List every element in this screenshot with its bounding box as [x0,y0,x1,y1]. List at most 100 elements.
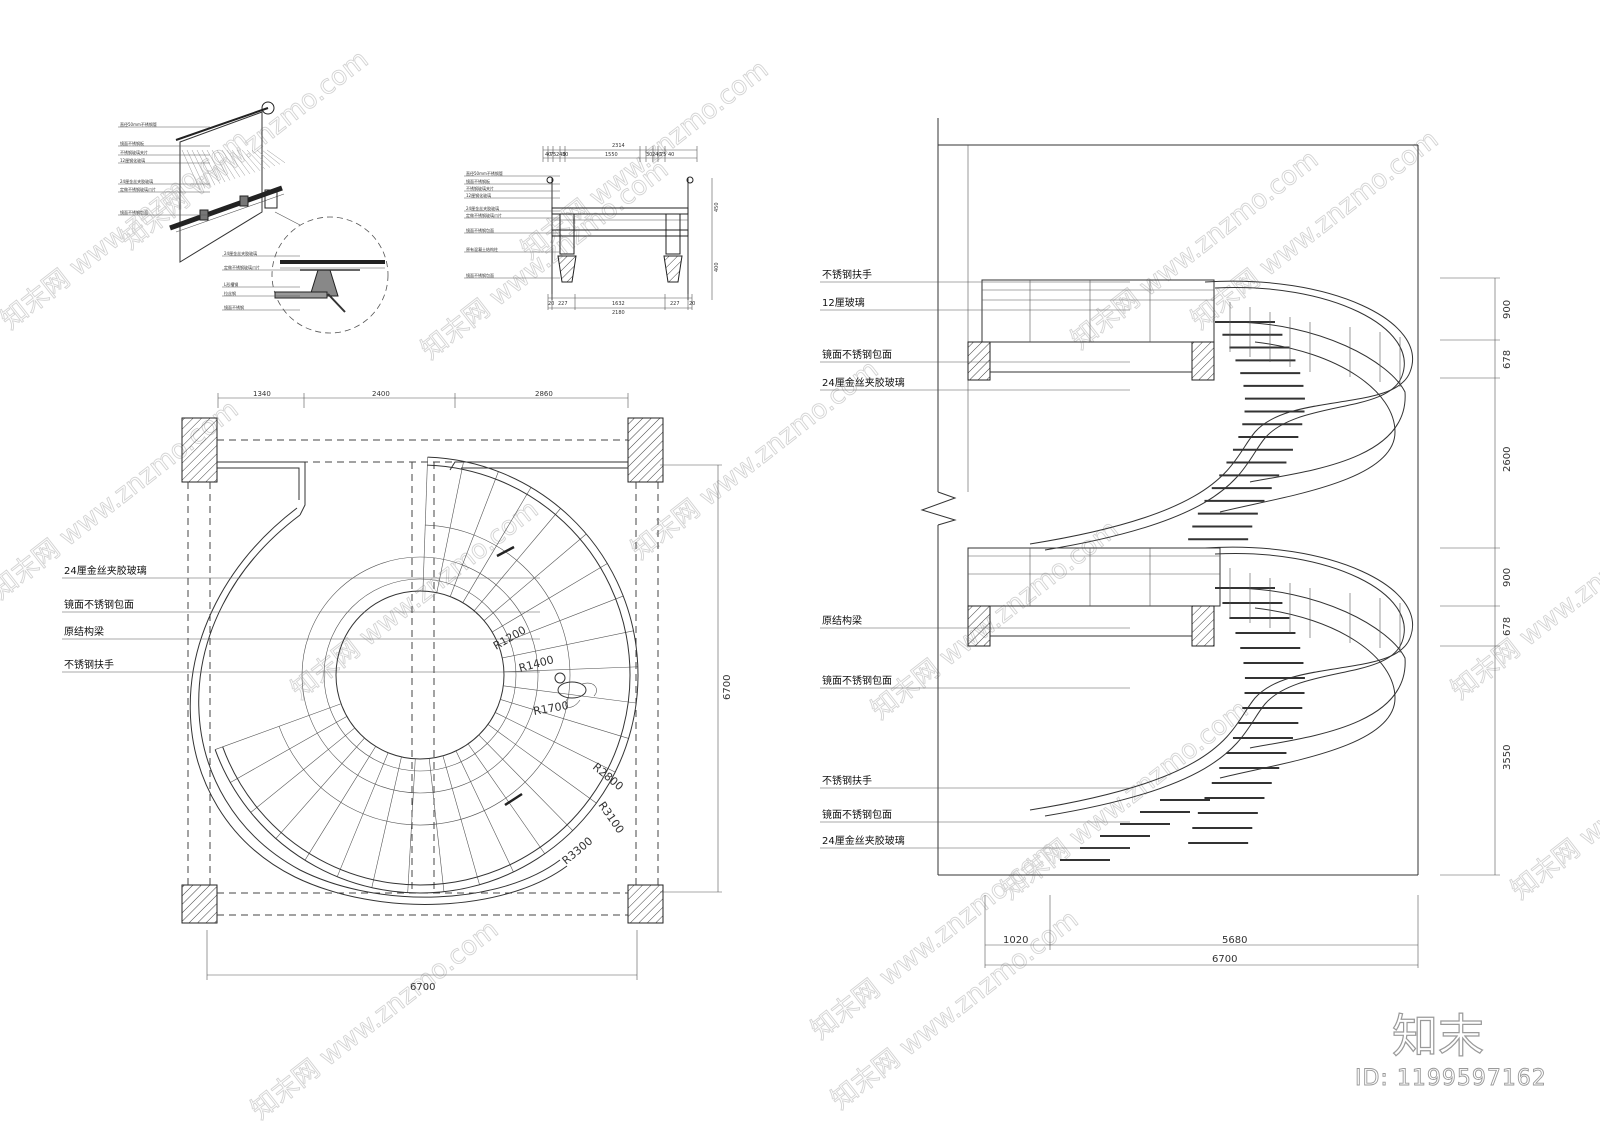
detail-circle-label: 24厘金丝夹胶玻璃 [224,250,257,256]
plan-dim-top-1: 1340 [253,390,271,398]
dim-top-total: 2314 [612,143,625,149]
elevation-label: 镜面不锈钢包面 [822,808,892,821]
elevation-label: 镜面不锈钢包面 [822,348,892,361]
dim-bottom-part: 20 [689,301,695,307]
dim-bottom-part: 1632 [612,301,625,307]
watermark-text: 知末网 www.znzmo.com [1446,495,1600,706]
watermark-text: 知末网 www.znzmo.com [246,915,504,1126]
elevation-dim-right: 678 [1502,617,1513,636]
elevation-labels: 不锈钢扶手12厘玻璃镜面不锈钢包面24厘金丝夹胶玻璃原结构梁镜面不锈钢包面不锈钢… [820,268,1130,849]
beam-lower-right [1191,605,1215,647]
watermark-text: 知末网 www.znzmo.com [866,515,1124,726]
detail-left-label: 12厘钢化玻璃 [120,157,145,163]
person-figure [554,672,597,708]
dim-top-part: 75 [550,152,556,158]
column-bottom-right [627,884,664,924]
dim-right-a: 450 [714,202,720,212]
detail-left-label: 镜面不锈钢包面 [120,209,148,215]
detail-center-label: 12厘钢化玻璃 [466,192,491,198]
dim-top-part: 1550 [605,152,618,158]
radius-label: R2800 [590,760,626,793]
elevation-label: 镜面不锈钢包面 [822,674,892,687]
detail-center-label: 24厘金丝夹胶玻璃 [466,205,499,211]
detail-center-label: 原有混凝土结构柱 [466,246,498,252]
dim-top-part: 30 [646,152,652,158]
plan-label: 原结构梁 [64,625,104,638]
plan-dim-right: 6700 [722,675,733,700]
watermark-text: 知末网 www.znzmo.com [116,45,374,256]
elevation-dim-right: 678 [1502,350,1513,369]
dim-top-part: 40 [668,152,674,158]
detail-center-label: 定做不锈钢玻璃爪片 [466,212,502,218]
detail-circle-label: 拉丝钢 [224,290,236,296]
plan-label: 镜面不锈钢包面 [64,598,134,611]
watermark-text: 知末网 www.znzmo.com [996,695,1254,906]
dim-bottom-total: 2180 [612,310,625,316]
beam-upper-right [1191,341,1215,381]
elevation-label: 24厘金丝夹胶玻璃 [822,376,905,389]
radius-label: R1200 [491,624,528,653]
radius-label: R1400 [517,653,555,675]
elev-dim-5680: 5680 [1222,935,1247,946]
handrail-detail-section: 直径50mm不锈钢管镜面不锈钢板不锈钢玻璃夹片12厘钢化玻璃24厘金丝夹胶玻璃定… [118,101,389,334]
plan-label: 24厘金丝夹胶玻璃 [64,564,147,577]
dim-bottom-part: 20 [548,301,554,307]
spiral-stair-elevation: 不锈钢扶手12厘玻璃镜面不锈钢包面24厘金丝夹胶玻璃原结构梁镜面不锈钢包面不锈钢… [820,118,1513,968]
elevation-dim-right: 2600 [1502,447,1513,472]
dim-bottom-part: 227 [670,301,680,307]
detail-circle-label: L形槽钢 [224,281,238,287]
stair-void-circle [335,590,505,760]
detail-left-label: 不锈钢玻璃夹片 [120,149,148,155]
column-top-left [181,417,218,483]
elevation-label: 24厘金丝夹胶玻璃 [822,834,905,847]
elev-dim-total: 6700 [1212,954,1237,965]
dim-bottom-part: 227 [558,301,568,307]
elevation-spiral [1029,280,1413,861]
radius-label: R3300 [560,834,596,867]
plan-dim-top-2: 2400 [372,390,390,398]
elevation-dim-right: 3550 [1502,745,1513,770]
elevation-dim-right: 900 [1502,568,1513,587]
dim-top-part: 240 [556,152,566,158]
detail-circle-label: 定做不锈钢玻璃爪片 [224,264,260,270]
brand-logo: 知末 [1392,1009,1484,1063]
radius-label: R1700 [532,699,569,718]
dim-top-part: 240 [652,152,662,158]
detail-left-label: 直径50mm不锈钢管 [120,121,157,127]
detail-left-label: 24厘金丝夹胶玻璃 [120,178,153,184]
radius-label: R3100 [596,799,627,836]
watermark-text: 知末网 www.znzmo.com [1506,695,1600,906]
detail-center-label: 镜面不锈钢包面 [466,272,494,278]
elevation-label: 不锈钢扶手 [822,774,872,787]
plan-dim-top-3: 2860 [535,390,553,398]
column-bottom-left [181,884,218,924]
watermark-text: 知末网 www.znzmo.com [286,495,544,706]
column-top-right [627,417,664,483]
detail-left-label: 镜面不锈钢板 [120,140,144,146]
detail-left-label: 定做不锈钢玻璃爪片 [120,186,156,192]
dim-top-part: 30 [562,152,568,158]
detail-center-label: 镜面不锈钢包面 [466,227,494,233]
glass-panel [169,101,286,263]
beam-lower-left [967,605,991,647]
detail-callout-circle [271,211,389,334]
dim-top-part: 75 [660,152,666,158]
plan-label: 不锈钢扶手 [64,658,114,671]
beam-upper-left [967,341,991,381]
elevation-label: 12厘玻璃 [822,296,865,309]
watermark-text: 知末网 www.znzmo.com [516,55,774,266]
detail-center-label: 镜面不锈钢板 [466,178,490,184]
dim-right-b: 400 [714,262,720,272]
elevation-dim-right: 900 [1502,300,1513,319]
image-id: ID: 1199597162 [1355,1066,1547,1091]
elev-dim-1020: 1020 [1003,935,1028,946]
detail-center-label: 不锈钢玻璃夹片 [466,185,494,191]
detail-circle-label: 镜面不锈钢 [224,304,244,310]
